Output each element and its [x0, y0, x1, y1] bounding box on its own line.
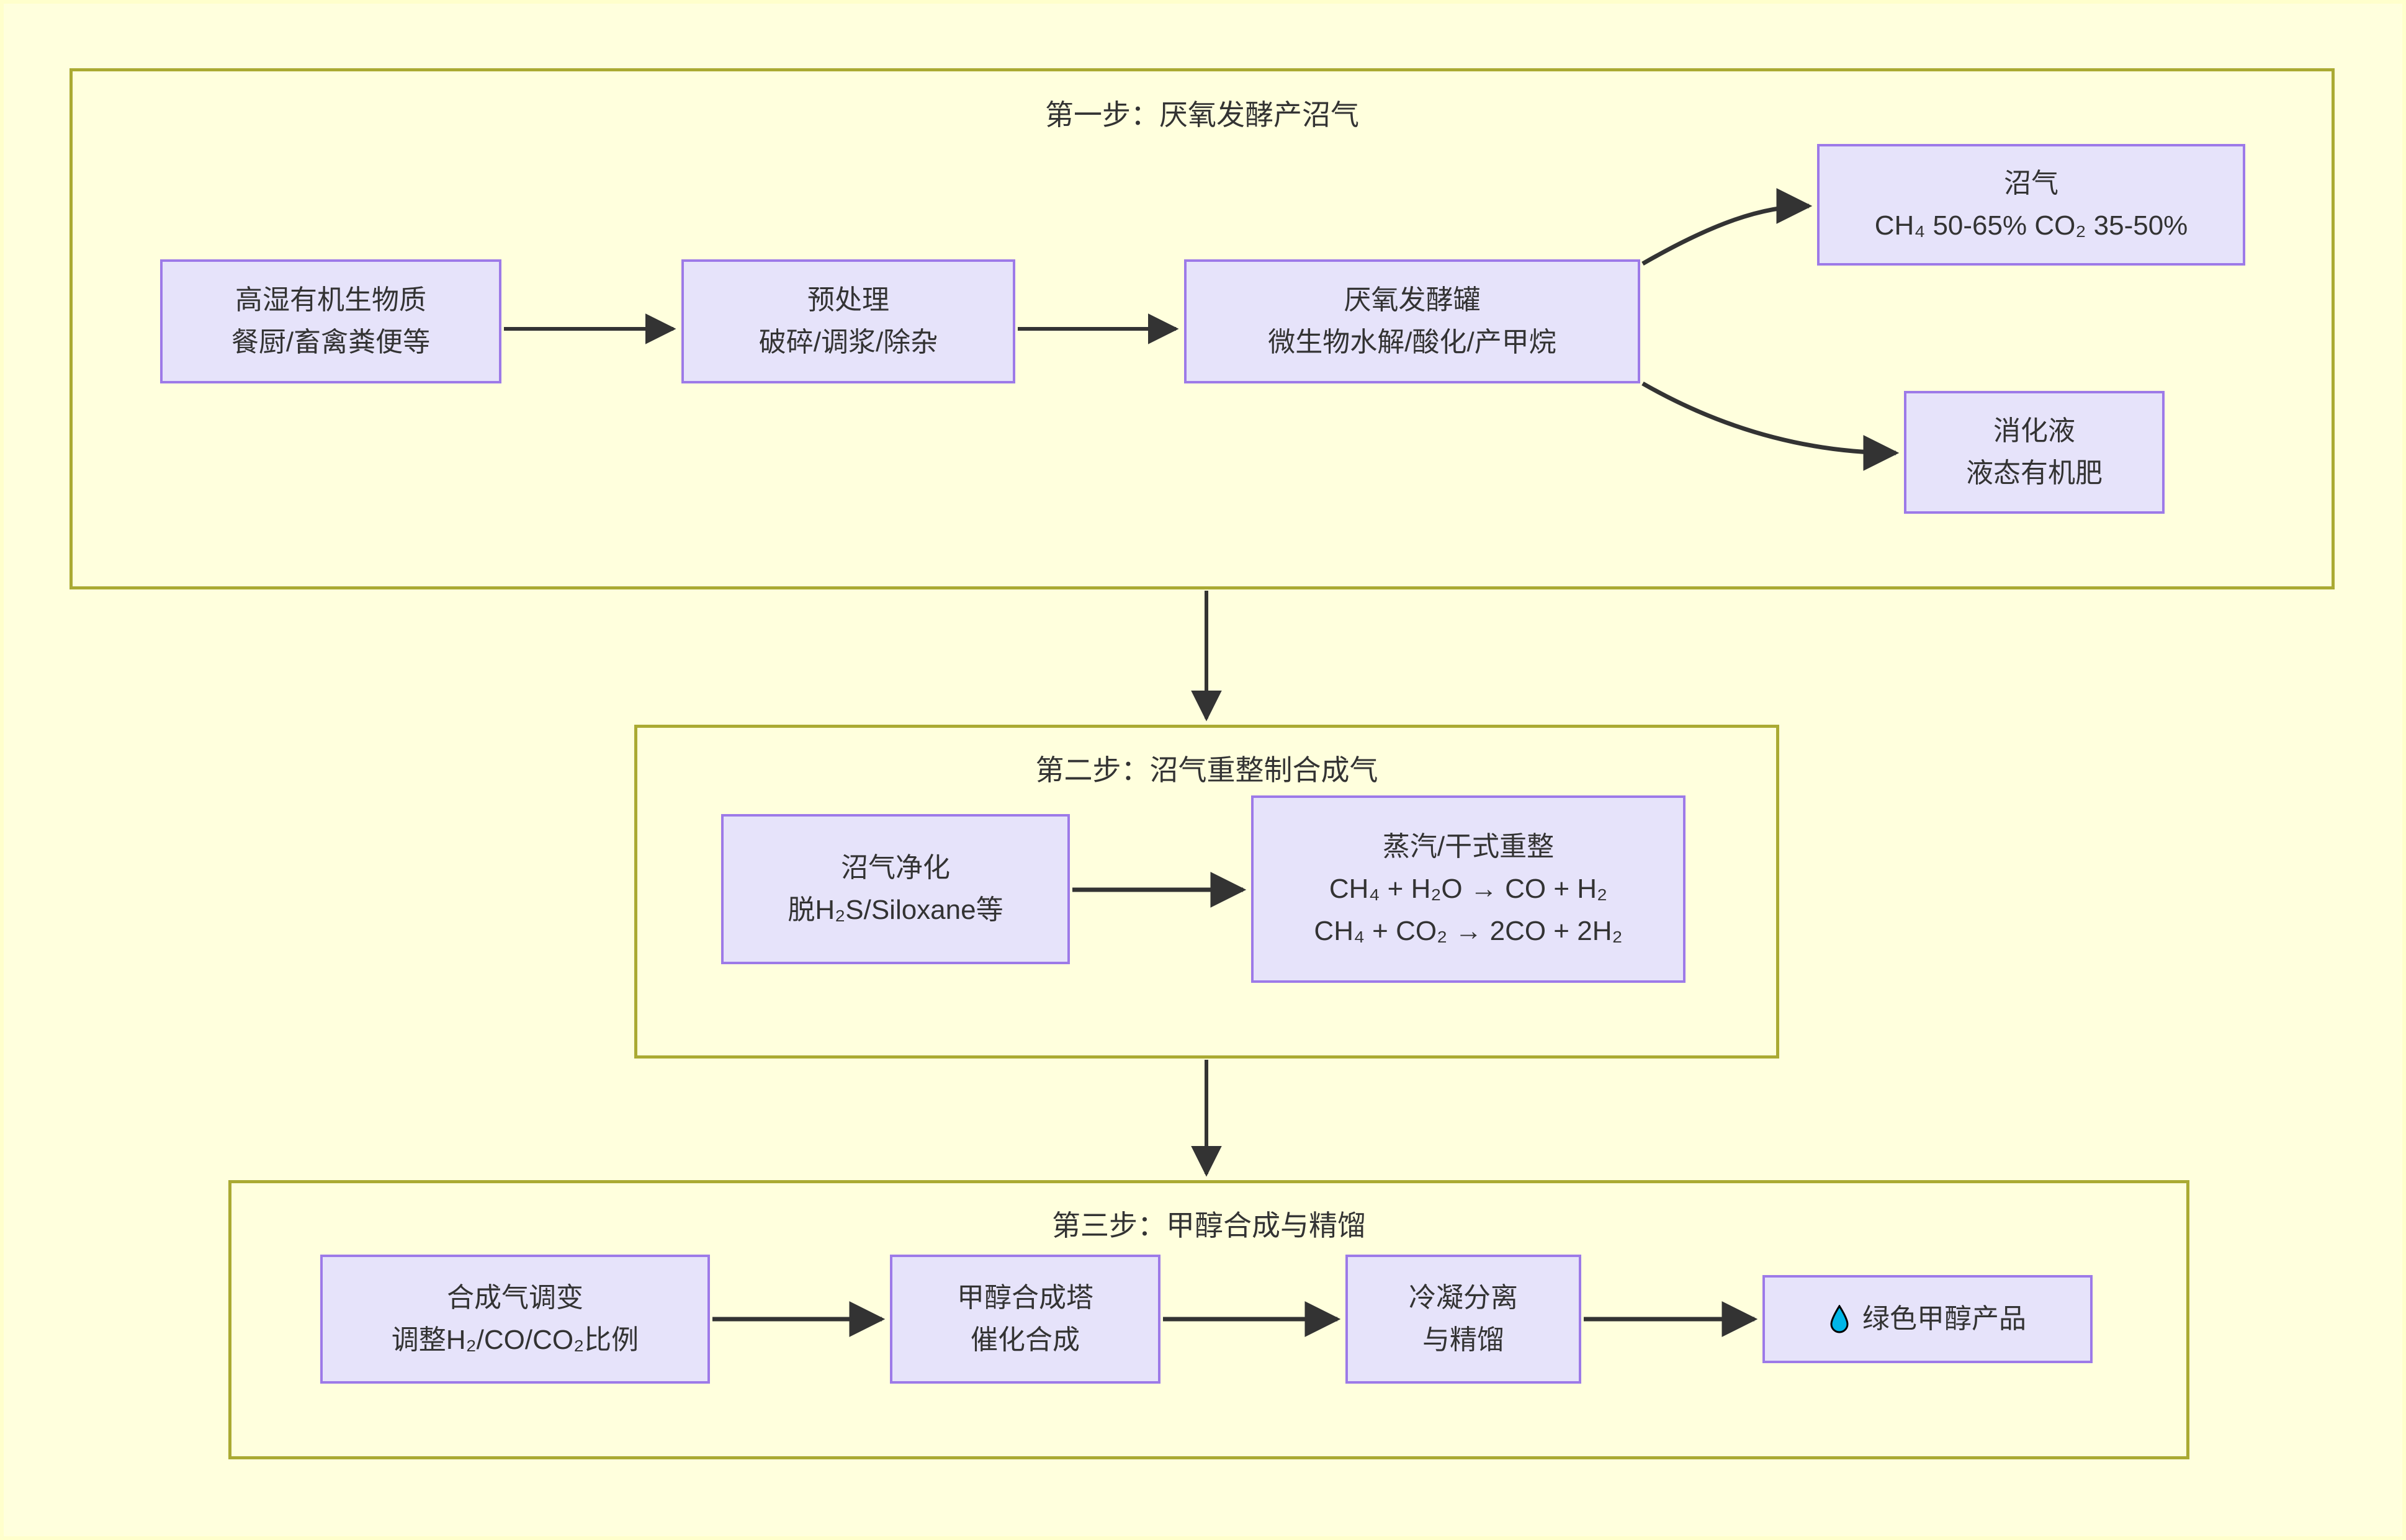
node-feedstock-line2: 餐厨/畜禽粪便等: [231, 327, 431, 357]
step-3-title: 第三步：甲醇合成与精馏: [1052, 1209, 1366, 1242]
node-pretreatment-line1: 预处理: [807, 284, 889, 315]
node-feedstock-line1: 高湿有机生物质: [235, 284, 426, 315]
node-biogas[interactable]: 沼气 CH₄ 50-65% CO₂ 35-50%: [1817, 144, 2245, 266]
node-syngas-shift[interactable]: 合成气调变 调整H₂/CO/CO₂比例: [320, 1255, 710, 1384]
node-digester-line1: 厌氧发酵罐: [1344, 284, 1481, 315]
node-reforming-line2: CH₄ + H₂O → CO + H₂: [1329, 873, 1608, 904]
node-product-label: 绿色甲醇产品: [1862, 1303, 2026, 1334]
node-biogas-line1: 沼气: [2004, 168, 2058, 199]
node-reforming-line3: CH₄ + CO₂ → 2CO + 2H₂: [1314, 916, 1623, 947]
node-pretreatment[interactable]: 预处理 破碎/调浆/除杂: [681, 259, 1015, 383]
node-digestate[interactable]: 消化液 液态有机肥: [1904, 391, 2165, 514]
step-2-title: 第二步：沼气重整制合成气: [1035, 754, 1378, 786]
node-purification-line1: 沼气净化: [841, 852, 950, 883]
node-digester-line2: 微生物水解/酸化/产甲烷: [1268, 327, 1556, 357]
water-drop-icon: [1829, 1305, 1850, 1333]
node-green-methanol-product[interactable]: 绿色甲醇产品: [1762, 1275, 2093, 1363]
node-digestate-line2: 液态有机肥: [1966, 458, 2103, 488]
node-condensation-separation[interactable]: 冷凝分离 与精馏: [1345, 1255, 1581, 1384]
step-1-title: 第一步：厌氧发酵产沼气: [1045, 99, 1359, 131]
node-separation-line1: 冷凝分离: [1409, 1282, 1518, 1313]
node-reforming-line1: 蒸汽/干式重整: [1382, 831, 1555, 862]
node-synthesis-line2: 催化合成: [971, 1325, 1080, 1355]
node-purification-line2: 脱H₂S/Siloxane等: [788, 895, 1003, 925]
node-digestate-line1: 消化液: [1993, 415, 2075, 446]
node-synthesis-line1: 甲醇合成塔: [957, 1282, 1093, 1313]
node-feedstock[interactable]: 高湿有机生物质 餐厨/畜禽粪便等: [160, 259, 501, 383]
node-shift-line2: 调整H₂/CO/CO₂比例: [391, 1325, 639, 1355]
node-methanol-synthesis[interactable]: 甲醇合成塔 催化合成: [890, 1255, 1160, 1384]
node-biogas-line2: CH₄ 50-65% CO₂ 35-50%: [1874, 210, 2188, 241]
node-shift-line1: 合成气调变: [447, 1282, 583, 1313]
node-reforming[interactable]: 蒸汽/干式重整 CH₄ + H₂O → CO + H₂ CH₄ + CO₂ → …: [1251, 795, 1686, 983]
node-biogas-purification[interactable]: 沼气净化 脱H₂S/Siloxane等: [721, 814, 1070, 964]
node-separation-line2: 与精馏: [1422, 1325, 1504, 1355]
node-digester[interactable]: 厌氧发酵罐 微生物水解/酸化/产甲烷: [1184, 259, 1640, 383]
node-pretreatment-line2: 破碎/调浆/除杂: [758, 327, 938, 357]
